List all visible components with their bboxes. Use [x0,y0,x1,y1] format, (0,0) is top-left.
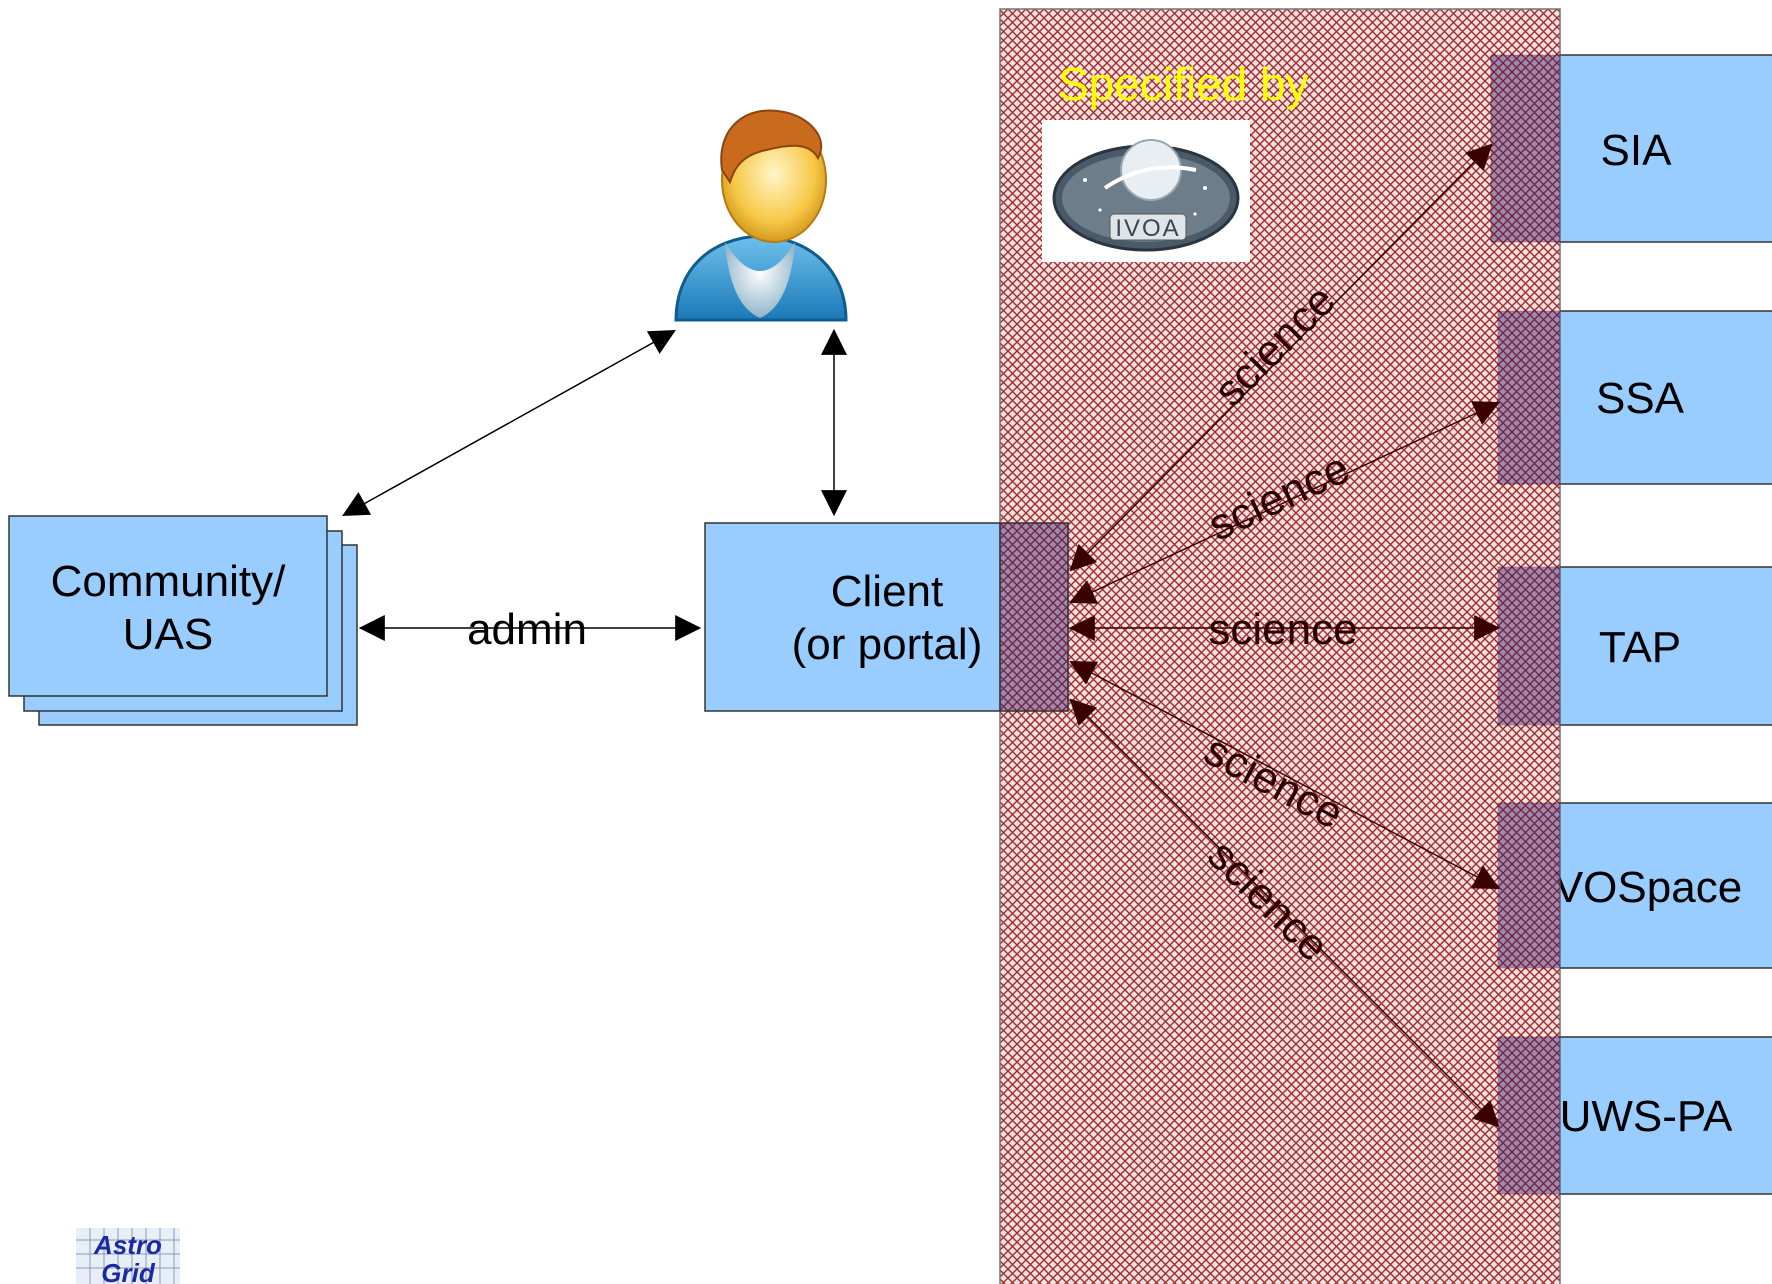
user-community-arrow [342,329,676,517]
science-arrows [1068,143,1501,1128]
user-icon [674,109,848,322]
service-label: SIA [1601,126,1673,175]
service-label: UWS-PA [1560,1092,1733,1141]
service-label: VOSpace [1554,863,1742,912]
specified-by-label: Specified by [1058,58,1309,110]
science-label-tap: science [1208,605,1357,654]
admin-label: admin [467,605,587,654]
astrogrid-logo-text-2: Grid [101,1258,156,1284]
service-label: SSA [1596,374,1685,423]
client-sub-label: (or portal) [792,620,983,669]
astrogrid-logo-text: Astro [93,1230,162,1260]
astrogrid-logo: Astro Grid [76,1228,180,1284]
community-label: Community/ [51,557,286,606]
ivoa-logo: IVOA [1042,120,1250,262]
uas-label: UAS [123,610,213,659]
client-label: Client [831,567,944,616]
interface-overlaps [1000,55,1560,1194]
service-label: TAP [1599,623,1681,672]
community-uas-box: Community/ UAS [8,515,358,726]
ivoa-logo-text: IVOA [1115,215,1180,242]
